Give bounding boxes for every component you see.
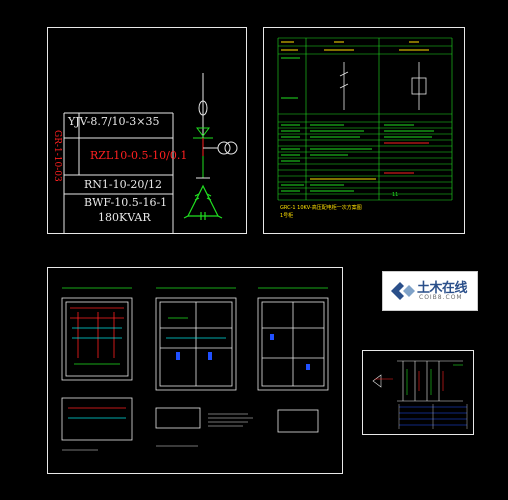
logo-mark-icon bbox=[391, 282, 415, 300]
cable-spec-label: YJV-8.7/10-3×35 bbox=[68, 115, 160, 128]
capacitor-spec-label: BWF-10.5-16-1 bbox=[84, 196, 168, 209]
cutout-spec-label: RN1-10-20/12 bbox=[84, 178, 163, 191]
panel-code-vertical-label: GR-1-10-03 bbox=[52, 130, 62, 182]
cabinet-layout-drawing bbox=[61, 287, 329, 451]
logo-sub-text: COIB8.COM bbox=[419, 294, 463, 301]
schedule-table-grid bbox=[277, 37, 453, 201]
small-diagram-drawing bbox=[372, 360, 468, 429]
fuse-spec-label: RZL10-0.5-10/0.1 bbox=[90, 149, 188, 162]
drawing-sheet-schedule-table[interactable]: GRC-1 10KV-高压配电柜一次方案图 1号柜 11 bbox=[263, 27, 465, 234]
logo-main-text: 土木在线 bbox=[417, 281, 468, 296]
drawing-sheet-capacitor-circuit[interactable]: YJV-8.7/10-3×35 RZL10-0.5-10/0.1 GR-1-10… bbox=[47, 27, 247, 234]
schedule-title-label: GRC-1 10KV-高压配电柜一次方案图 bbox=[280, 205, 362, 211]
schedule-bottom-value: 11 bbox=[392, 192, 399, 198]
brand-logo[interactable]: 土木在线 COIB8.COM bbox=[382, 271, 478, 311]
capacity-label: 180KVAR bbox=[98, 211, 151, 224]
drawing-sheet-cabinet-layout[interactable] bbox=[47, 267, 343, 474]
capacitor-circuit-diagram bbox=[63, 73, 238, 233]
schedule-subtitle-label: 1号柜 bbox=[280, 213, 294, 219]
drawing-sheet-small-diagram[interactable] bbox=[362, 350, 474, 435]
